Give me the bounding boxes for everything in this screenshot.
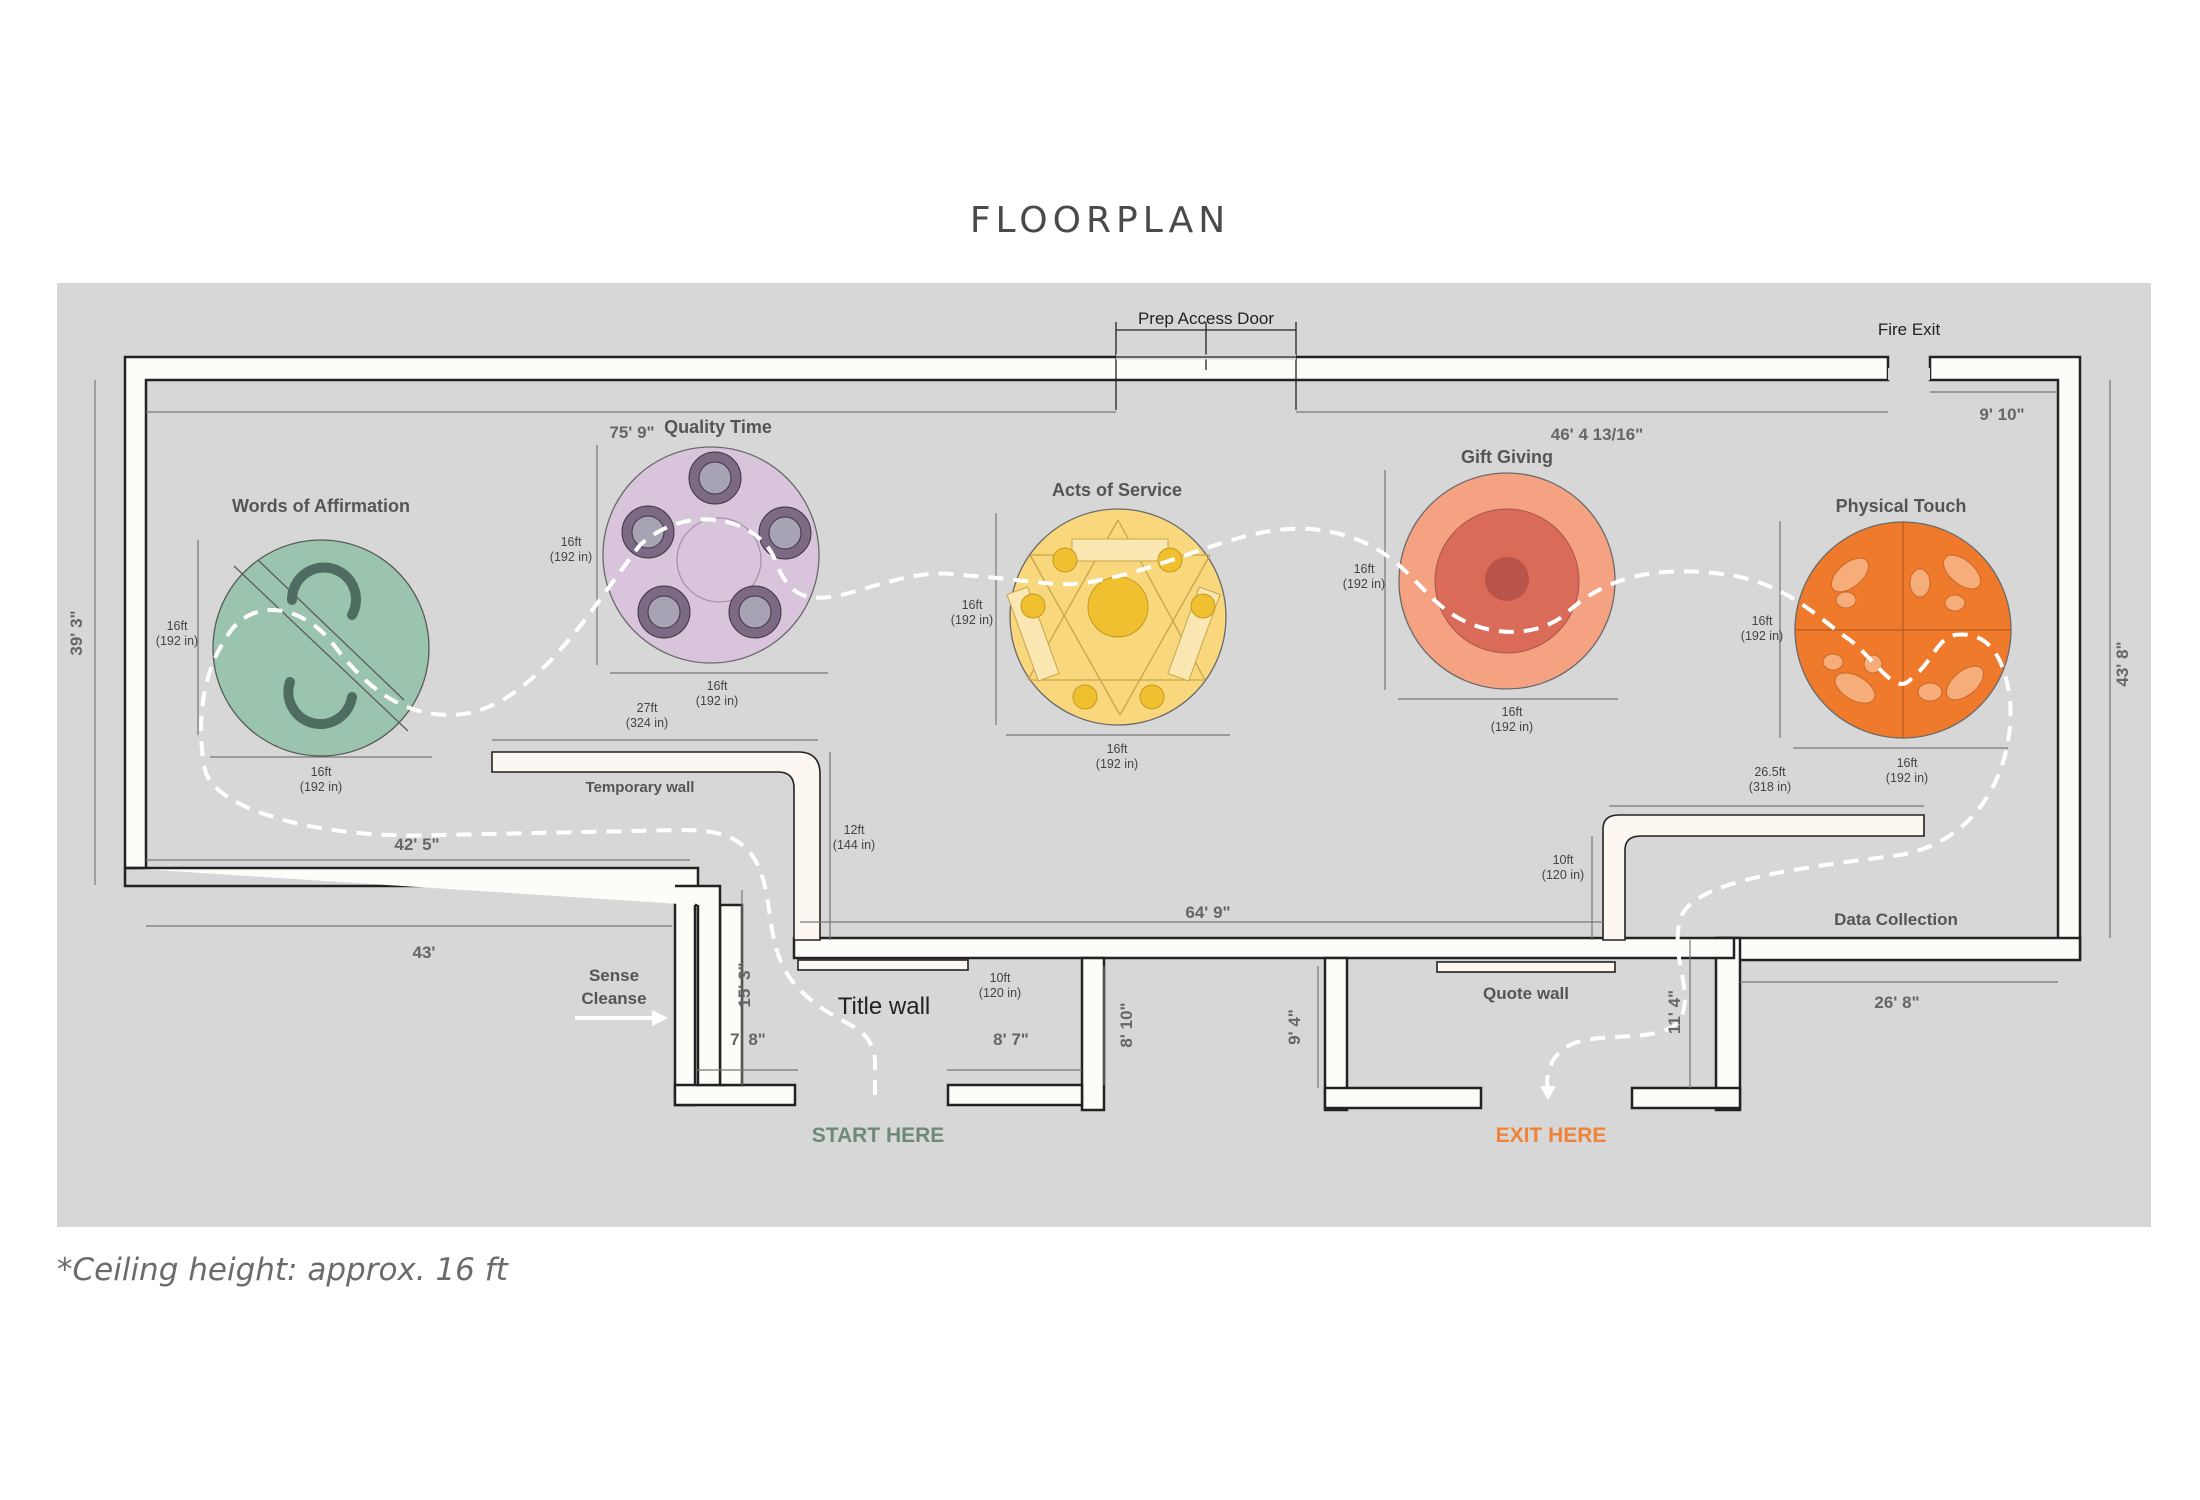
dim-right-wall-depth: 10ft [1553,853,1574,867]
acts-height: 16ft [962,598,983,612]
zone-quality-time [602,446,820,664]
words-height-in: (192 in) [156,634,198,648]
gift-height-in: (192 in) [1343,577,1385,591]
dim-left-height: 39' 3" [67,610,86,655]
touch-height-in: (192 in) [1741,629,1783,643]
visitor-path [199,517,2013,1095]
prep-access-door-label: Prep Access Door [1138,309,1274,328]
label-physical-touch: Physical Touch [1836,496,1967,516]
exit-arrow-icon [1540,1086,1556,1100]
zone-physical-touch [1794,521,2012,739]
dim-temp-wall-len-in: (324 in) [626,716,668,730]
sense-cleanse-label-line1: Sense [589,966,639,985]
gift-height: 16ft [1354,562,1375,576]
gift-width: 16ft [1502,705,1523,719]
dim-exit-left-depth: 9' 4" [1285,1009,1304,1045]
right-temporary-wall [1602,814,1925,941]
dim-entry-right-depth: 8' 10" [1117,1002,1136,1047]
dim-inner-bottom-left: 42' 5" [394,835,439,854]
dim-exit-right-depth: 11' 4" [1665,990,1684,1034]
quality-height: 16ft [561,535,582,549]
temporary-walls [491,751,1925,973]
quote-wall-label: Quote wall [1483,984,1569,1003]
title-wall [797,959,969,971]
door-markers [1115,322,1930,410]
label-acts-of-service: Acts of Service [1052,480,1182,500]
words-width-in: (192 in) [300,780,342,794]
page-title: FLOORPLAN [969,200,1231,241]
ceiling-height-note: *Ceiling height: approx. 16 ft [57,1252,508,1288]
sense-cleanse-label-line2: Cleanse [581,989,646,1008]
data-collection-label: Data Collection [1834,910,1958,929]
touch-width-in: (192 in) [1886,771,1928,785]
outer-walls [123,355,2082,1112]
dim-entry-depth: 15' 3" [735,962,754,1007]
dim-width-top-left: 75' 9" [609,423,654,442]
fire-exit-label: Fire Exit [1878,320,1941,339]
dim-bottom-right: 26' 8" [1874,993,1919,1012]
zone-words-of-affirmation [212,539,430,757]
start-here-marker: START HERE [812,1124,945,1147]
temporary-wall-label: Temporary wall [586,779,695,796]
label-quality-time: Quality Time [664,417,772,437]
dim-right-wall-len-in: (318 in) [1749,780,1791,794]
quality-height-in: (192 in) [550,550,592,564]
sense-cleanse-arrow-icon [575,1010,668,1026]
label-gift-giving: Gift Giving [1461,447,1553,467]
quality-width: 16ft [707,679,728,693]
title-wall-label: Title wall [838,993,930,1020]
exit-here-marker: EXIT HERE [1496,1124,1607,1147]
temporary-wall [491,751,821,941]
words-height: 16ft [167,619,188,633]
dim-entry-right: 8' 7" [993,1030,1029,1049]
dim-bottom-left: 43' [413,943,436,962]
quality-width-in: (192 in) [696,694,738,708]
dim-mid-bottom: 64' 9" [1185,903,1230,922]
dimension-lines [94,380,2111,1088]
gift-width-in: (192 in) [1491,720,1533,734]
touch-width: 16ft [1897,756,1918,770]
dim-title-wall-len: 10ft [990,971,1011,985]
dim-right-wall-len: 26.5ft [1754,765,1786,779]
quote-wall [1436,961,1616,973]
label-words-of-affirmation: Words of Affirmation [232,496,410,516]
touch-height: 16ft [1752,614,1773,628]
acts-width: 16ft [1107,742,1128,756]
zone-acts-of-service [1006,508,1227,726]
zone-gift-giving [1398,472,1616,690]
acts-width-in: (192 in) [1096,757,1138,771]
dim-entry-left: 7' 8" [730,1030,766,1049]
dim-title-wall-len-in: (120 in) [979,986,1021,1000]
dim-fire-exit-width: 9' 10" [1979,405,2024,424]
acts-height-in: (192 in) [951,613,993,627]
dim-temp-wall-depth: 12ft [844,823,865,837]
dim-temp-wall-depth-in: (144 in) [833,838,875,852]
dim-temp-wall-len: 27ft [637,701,658,715]
dim-right-height: 43' 8" [2113,641,2132,686]
dim-width-top-right: 46' 4 13/16" [1551,425,1643,444]
words-width: 16ft [311,765,332,779]
dim-right-wall-depth-in: (120 in) [1542,868,1584,882]
